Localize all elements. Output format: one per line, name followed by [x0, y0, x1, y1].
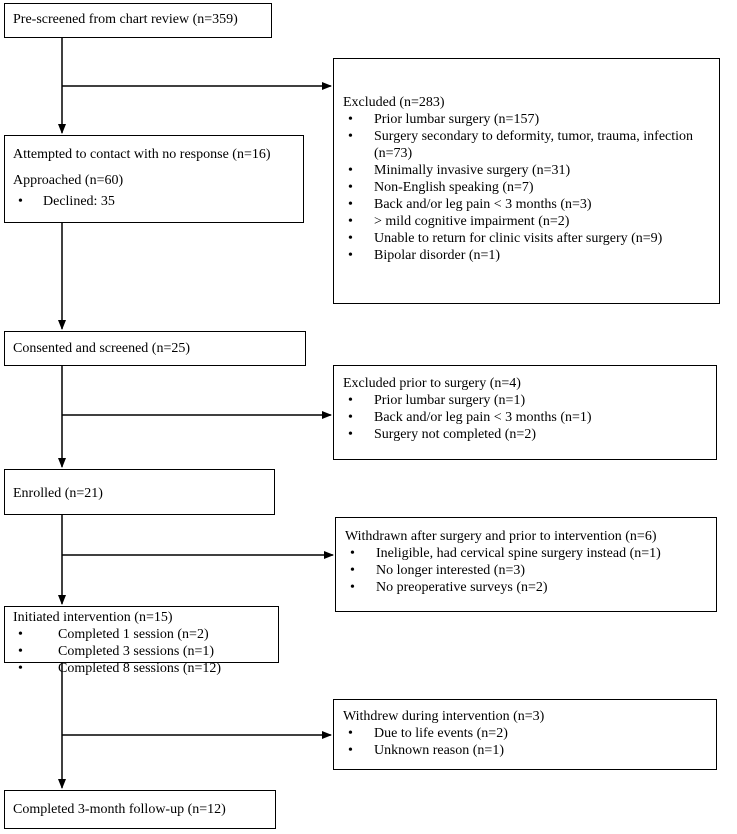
withdrew-list: Due to life events (n=2) Unknown reason … — [343, 725, 716, 759]
prescreened-title: Pre-screened from chart review (n=359) — [13, 12, 238, 27]
list-item: Unable to return for clinic visits after… — [343, 230, 719, 247]
approached-label: Approached (n=60) — [13, 173, 124, 188]
excluded-list: Prior lumbar surgery (n=157) Surgery sec… — [343, 111, 719, 264]
list-item: Unknown reason (n=1) — [343, 742, 716, 759]
list-item: Prior lumbar surgery (n=157) — [343, 111, 719, 128]
initiated-box: Initiated intervention (n=15) Completed … — [4, 606, 279, 677]
list-item: Completed 1 session (n=2) — [13, 626, 278, 643]
list-item: Surgery not completed (n=2) — [343, 426, 716, 443]
enrolled-title: Enrolled (n=21) — [13, 486, 103, 501]
excluded-prior-box: Excluded prior to surgery (n=4) Prior lu… — [333, 365, 717, 460]
initiated-list: Completed 1 session (n=2) Completed 3 se… — [13, 626, 278, 677]
excluded-title: Excluded (n=283) — [343, 95, 445, 110]
list-item: Declined: 35 — [13, 193, 303, 210]
consented-title: Consented and screened (n=25) — [13, 341, 191, 356]
enrolled-box: Enrolled (n=21) — [4, 469, 275, 515]
excluded-prior-list: Prior lumbar surgery (n=1) Back and/or l… — [343, 392, 716, 443]
initiated-title: Initiated intervention (n=15) — [13, 610, 173, 625]
withdrawn-list: Ineligible, had cervical spine surgery i… — [345, 545, 716, 596]
list-item: Completed 8 sessions (n=12) — [13, 660, 278, 677]
list-item: Back and/or leg pain < 3 months (n=3) — [343, 196, 719, 213]
excluded-box: Excluded (n=283) Prior lumbar surgery (n… — [333, 58, 720, 304]
list-item: Surgery secondary to deformity, tumor, t… — [343, 128, 694, 162]
list-item: > mild cognitive impairment (n=2) — [343, 213, 719, 230]
prescreened-box: Pre-screened from chart review (n=359) — [4, 3, 272, 38]
list-item: Bipolar disorder (n=1) — [343, 247, 719, 264]
approached-list: Declined: 35 — [13, 193, 303, 210]
withdrew-box: Withdrew during intervention (n=3) Due t… — [333, 699, 717, 770]
list-item: No preoperative surveys (n=2) — [345, 579, 716, 596]
list-item: No longer interested (n=3) — [345, 562, 716, 579]
withdrew-title: Withdrew during intervention (n=3) — [343, 709, 545, 724]
list-item: Prior lumbar surgery (n=1) — [343, 392, 716, 409]
list-item: Back and/or leg pain < 3 months (n=1) — [343, 409, 716, 426]
completed-title: Completed 3-month follow-up (n=12) — [13, 802, 226, 817]
list-item: Minimally invasive surgery (n=31) — [343, 162, 719, 179]
list-item: Non-English speaking (n=7) — [343, 179, 719, 196]
contact-title: Attempted to contact with no response (n… — [13, 147, 271, 162]
list-item: Completed 3 sessions (n=1) — [13, 643, 278, 660]
excluded-prior-title: Excluded prior to surgery (n=4) — [343, 376, 521, 391]
contact-box: Attempted to contact with no response (n… — [4, 135, 304, 223]
completed-box: Completed 3-month follow-up (n=12) — [4, 790, 276, 829]
withdrawn-box: Withdrawn after surgery and prior to int… — [335, 517, 717, 612]
withdrawn-title: Withdrawn after surgery and prior to int… — [345, 529, 657, 544]
consented-box: Consented and screened (n=25) — [4, 331, 306, 366]
list-item: Due to life events (n=2) — [343, 725, 716, 742]
list-item: Ineligible, had cervical spine surgery i… — [345, 545, 716, 562]
